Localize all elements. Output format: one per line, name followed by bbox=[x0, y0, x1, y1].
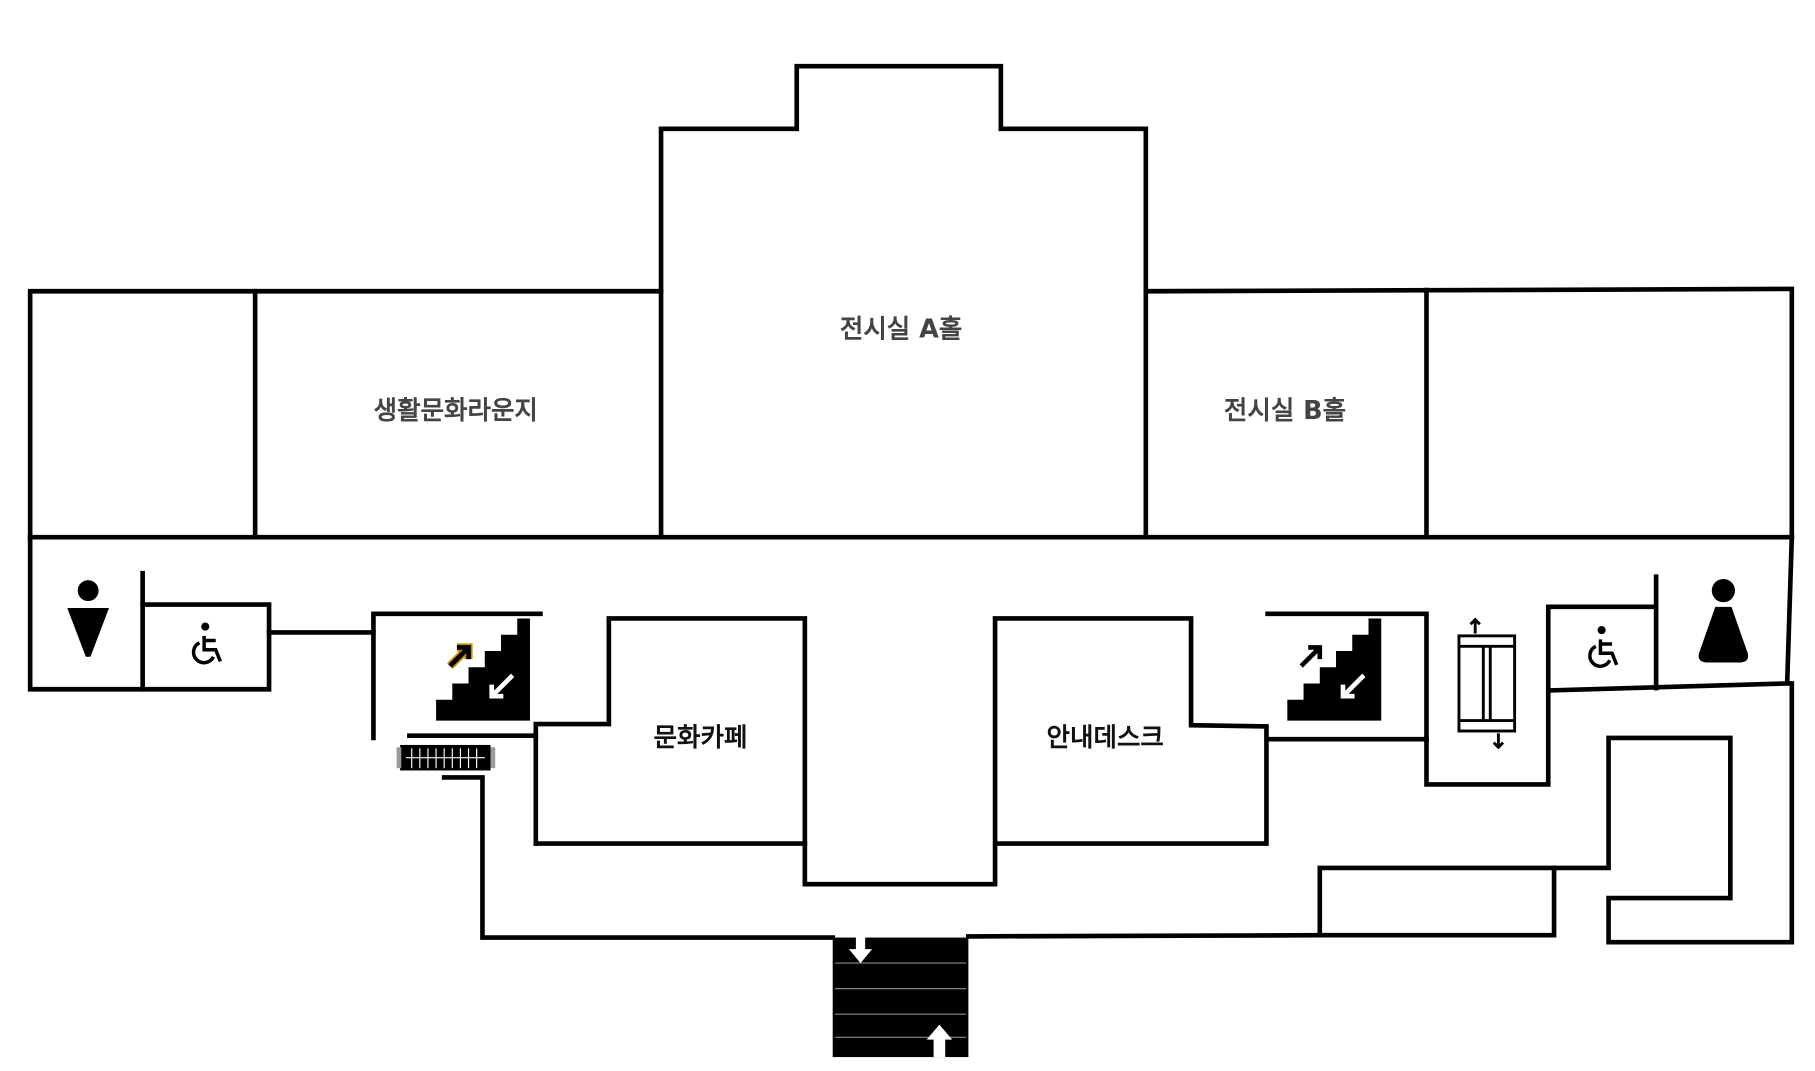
room-label-info-desk: 안내데스크 bbox=[1047, 723, 1164, 753]
female-restroom-icon bbox=[67, 580, 110, 657]
entrance-stairs-icon bbox=[832, 937, 969, 1058]
room-label-lounge: 생활문화라운지 bbox=[374, 396, 538, 426]
escalator-icon bbox=[1287, 618, 1382, 721]
wheelchair-icon bbox=[191, 622, 222, 665]
room-label-cafe: 문화카페 bbox=[654, 723, 748, 753]
room-label-hall-b: 전시실 B홀 bbox=[1224, 396, 1346, 426]
escalator-small-icon bbox=[396, 744, 496, 771]
walls bbox=[27, 63, 1795, 945]
male-restroom-icon bbox=[1698, 579, 1749, 663]
elevator-icon bbox=[1457, 617, 1517, 750]
room-label-hall-a: 전시실 A홀 bbox=[840, 315, 962, 345]
escalator-icon bbox=[436, 618, 531, 721]
wheelchair-icon bbox=[1588, 626, 1619, 668]
